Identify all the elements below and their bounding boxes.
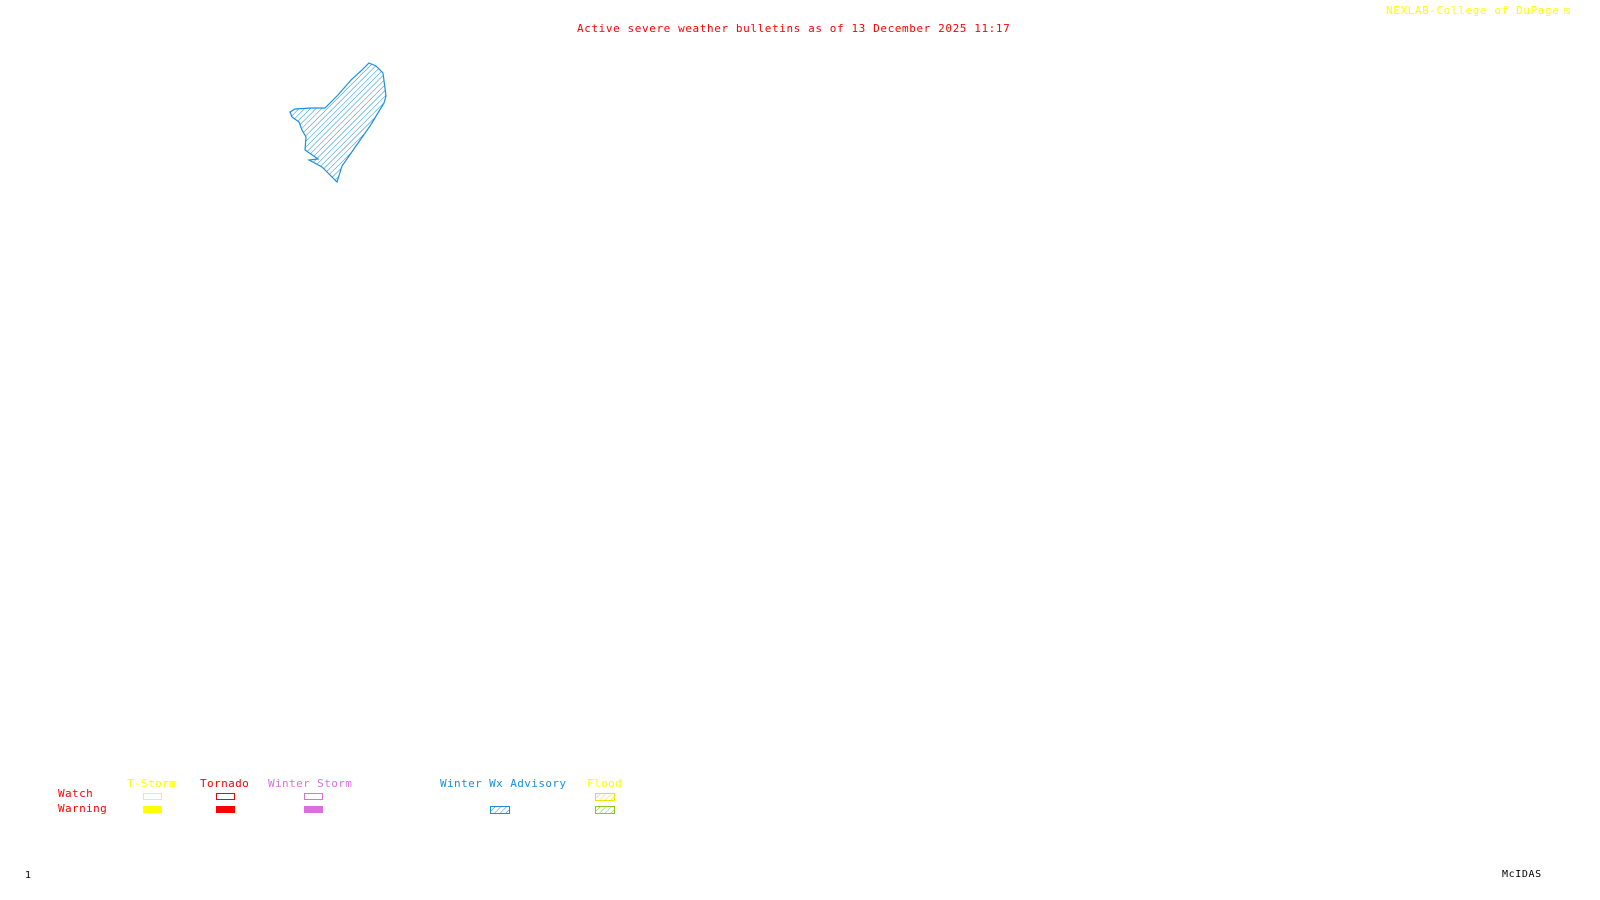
tstorm-warning-swatch <box>143 806 162 813</box>
winter-wx-advisory-swatch <box>490 806 510 814</box>
credit-label: NEXLAB-College of DuPage⧅ <box>1386 5 1571 17</box>
page-title: Active severe weather bulletins as of 13… <box>577 22 1011 35</box>
credit-text: NEXLAB-College of DuPage <box>1386 4 1560 17</box>
legend-col-winter-storm: Winter Storm <box>268 777 353 790</box>
legend-row-warning: Warning <box>58 802 108 815</box>
tornado-warning-swatch <box>216 806 235 813</box>
legend-col-tornado: Tornado <box>200 777 250 790</box>
tornado-watch-swatch <box>216 793 235 800</box>
flood-warning-swatch <box>595 806 615 814</box>
legend-col-winter-wx-advisory: Winter Wx Advisory <box>440 777 567 790</box>
nexlab-logo-icon: ⧅ <box>1563 4 1571 17</box>
flood-watch-swatch <box>595 793 615 801</box>
legend-row-watch: Watch <box>58 787 94 800</box>
software-label: McIDAS <box>1502 869 1542 880</box>
legend-col-tstorm: T-Storm <box>127 777 177 790</box>
winter-storm-watch-swatch <box>304 793 323 800</box>
winter-wx-advisory-area[interactable] <box>289 62 387 184</box>
winter-storm-warning-swatch <box>304 806 323 813</box>
legend-col-flood: Flood <box>587 777 623 790</box>
frame-number: 1 <box>25 870 32 881</box>
tstorm-watch-swatch <box>143 793 162 800</box>
